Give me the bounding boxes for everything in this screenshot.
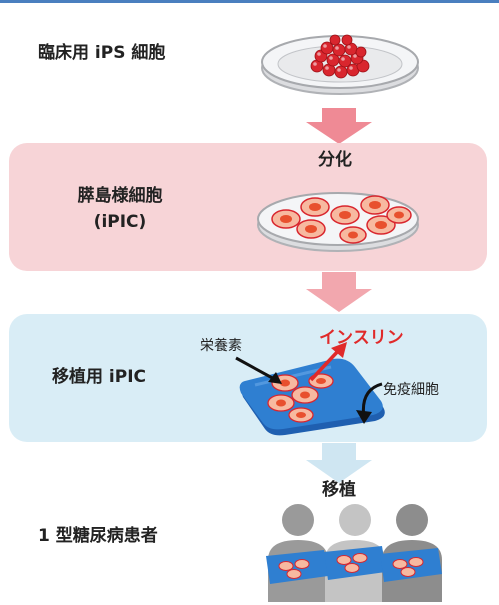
insulin-arrow-icon bbox=[309, 342, 347, 382]
ipic-label: (iPIC) bbox=[93, 212, 147, 232]
islet-cells-label: 膵島様細胞 bbox=[77, 186, 163, 206]
ips-cells-label: 臨床用 iPS 細胞 bbox=[38, 43, 166, 63]
transplant-ipic-label: 移植用 iPIC bbox=[52, 367, 147, 387]
immune-cells-label: 免疫細胞 bbox=[383, 382, 439, 398]
ips-petri-dish-icon bbox=[261, 34, 419, 95]
insulin-label: インスリン bbox=[319, 328, 404, 348]
patients-label: 1 型糖尿病患者 bbox=[38, 526, 158, 546]
down-arrow-icon bbox=[306, 272, 372, 312]
implanted-device-icon bbox=[266, 546, 442, 584]
down-arrow-icon bbox=[306, 443, 372, 483]
top-rule bbox=[0, 0, 499, 3]
transplant-label: 移植 bbox=[322, 480, 356, 500]
immune-block-arrow-icon bbox=[356, 382, 383, 424]
nutrients-label: 栄養素 bbox=[200, 338, 242, 354]
patients-illustration-icon bbox=[266, 504, 442, 602]
down-arrow-icon bbox=[306, 108, 372, 144]
differentiation-label: 分化 bbox=[318, 150, 352, 170]
ipic-petri-dish-icon bbox=[257, 192, 419, 252]
nutrient-arrow-icon bbox=[235, 356, 282, 384]
transplant-ipic-panel bbox=[9, 314, 487, 442]
